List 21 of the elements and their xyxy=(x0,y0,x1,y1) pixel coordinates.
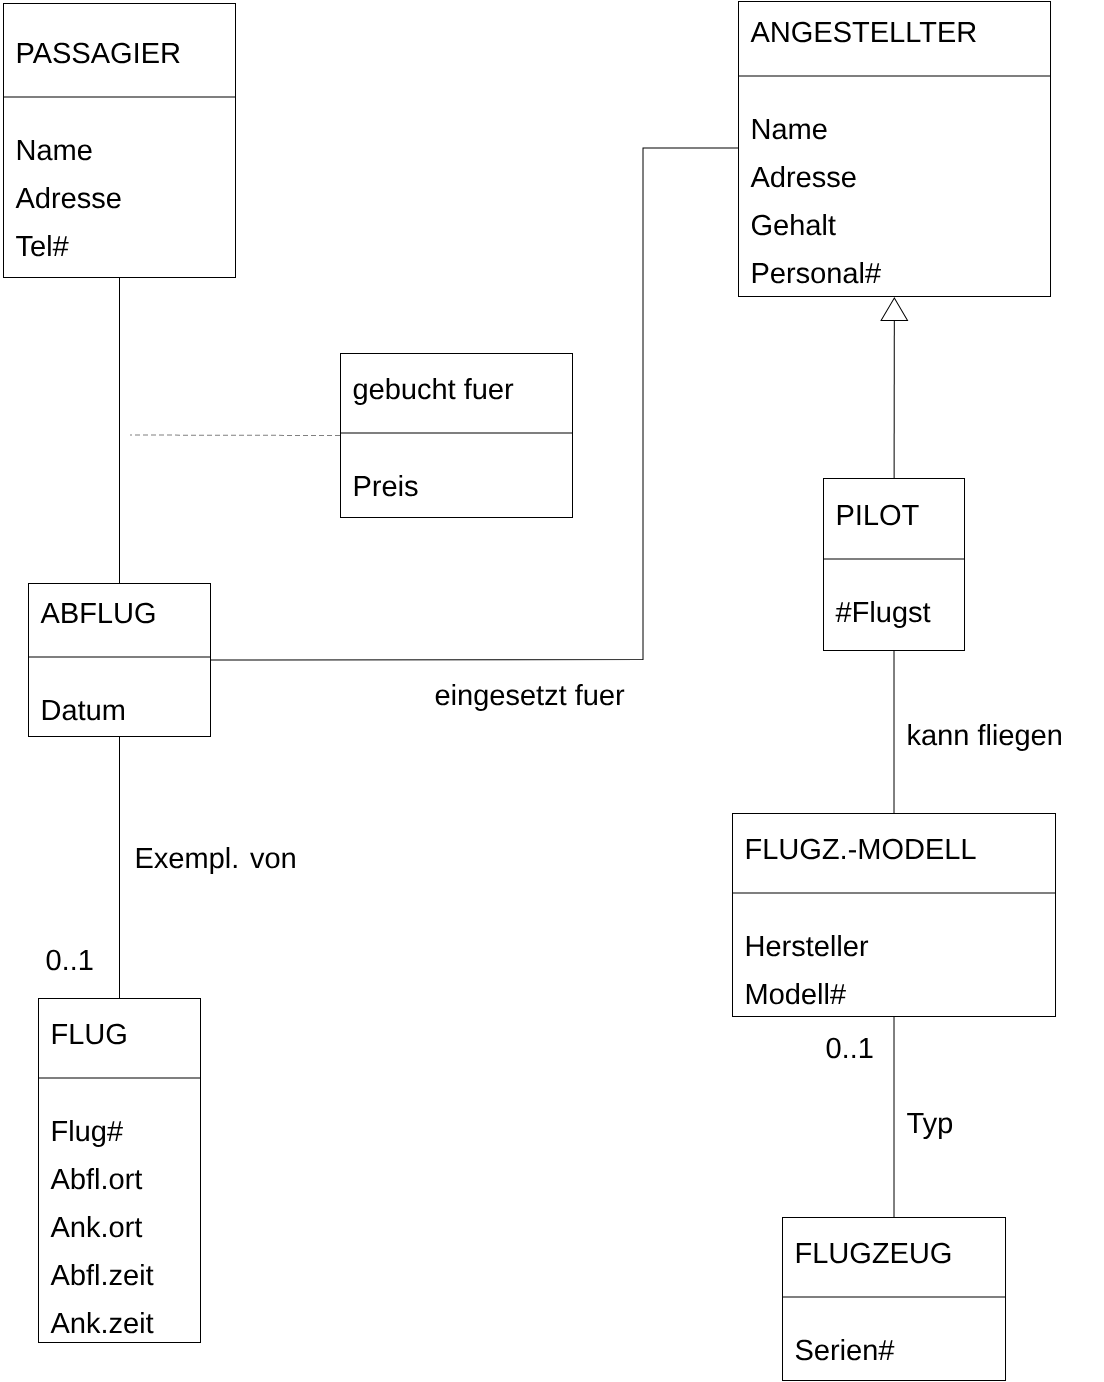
class-box: FLUGZ.-MODELL Hersteller Modell# xyxy=(731,813,1056,1017)
class-box: ABFLUG Datum xyxy=(27,583,211,737)
dashed-line xyxy=(129,434,341,436)
edge-label: kann fliegen xyxy=(905,723,1064,753)
class-box: PILOT #Flugst xyxy=(822,478,965,651)
edge-label: Typ xyxy=(905,1112,955,1141)
association-line xyxy=(210,147,739,661)
class-box: PASSAGIER Name Adresse Tel# xyxy=(2,3,236,278)
association-line xyxy=(119,736,120,999)
generalization-arrow xyxy=(880,297,909,479)
class-box: ANGESTELLTER Name Adresse Gehalt Personal# xyxy=(737,1,1051,297)
association-line xyxy=(119,277,120,584)
association-line xyxy=(893,650,895,814)
multiplicity-label: 0..1 xyxy=(46,949,93,971)
class-box: FLUGZEUG Serien# xyxy=(781,1217,1006,1381)
association-line xyxy=(893,1016,895,1218)
class-box: FLUG Flug# Abfl.ort Ank.ort Abfl.zeit Ank.zeit xyxy=(37,998,201,1343)
class-box: gebucht fuer Preis xyxy=(339,353,573,518)
edge-label: Exempl. von xyxy=(133,846,298,876)
edge-label: eingesetzt fuer xyxy=(433,683,626,713)
multiplicity-label: 0..1 xyxy=(826,1037,873,1059)
